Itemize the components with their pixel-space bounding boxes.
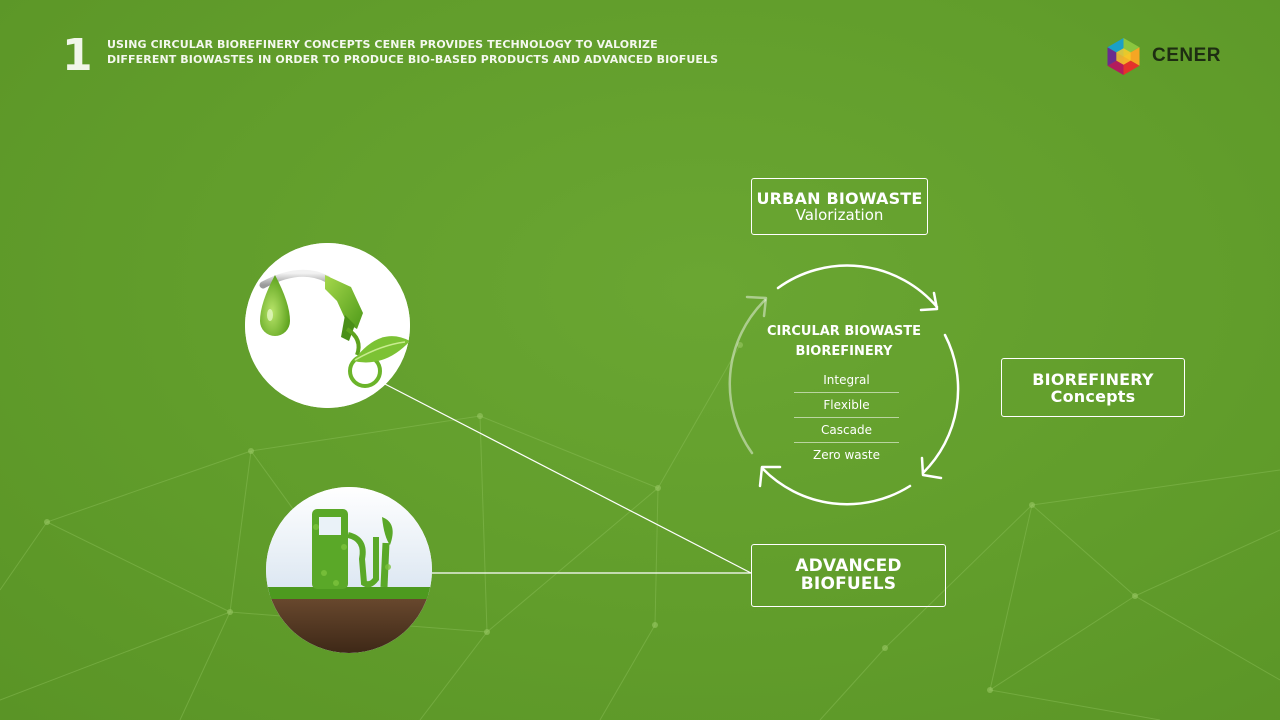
arrow-head-right [922,458,941,478]
property-item: Integral [794,369,899,393]
property-item: Zero waste [794,444,899,467]
cycle-title-line-2: BIOREFINERY [754,342,934,362]
fuel-nozzle-leaf-image [245,243,410,408]
advanced-biofuels-box: ADVANCED BIOFUELS [751,544,946,607]
cycle-title: CIRCULAR BIOWASTE BIOREFINERY [754,322,934,362]
urban-biowaste-title: URBAN BIOWASTE [752,190,927,207]
urban-biowaste-subtitle: Valorization [752,207,927,223]
property-item: Flexible [794,394,899,418]
connector-top-image [383,383,751,573]
arrow-head-top [921,293,937,310]
arrow-top-arc [778,266,937,307]
cycle-properties-list: Integral Flexible Cascade Zero waste [794,369,899,468]
arrow-head-left [747,297,766,316]
biorefinery-concepts-box: BIOREFINERY Concepts [1001,358,1185,417]
biofuels-line-1: ADVANCED [752,558,945,576]
cycle-title-line-1: CIRCULAR BIOWASTE [754,322,934,342]
fuel-nozzle-leaf-icon [245,243,410,408]
grass-fuel-pump-icon [266,487,432,653]
connector-lines [383,383,751,573]
urban-biowaste-box: URBAN BIOWASTE Valorization [751,178,928,235]
property-item: Cascade [794,419,899,443]
grass-fuel-pump-image [266,487,432,653]
arrow-bottom-arc [762,468,910,504]
biorefinery-title: BIOREFINERY [1002,371,1184,388]
biofuels-line-2: BIOFUELS [752,576,945,594]
biorefinery-subtitle: Concepts [1002,388,1184,405]
